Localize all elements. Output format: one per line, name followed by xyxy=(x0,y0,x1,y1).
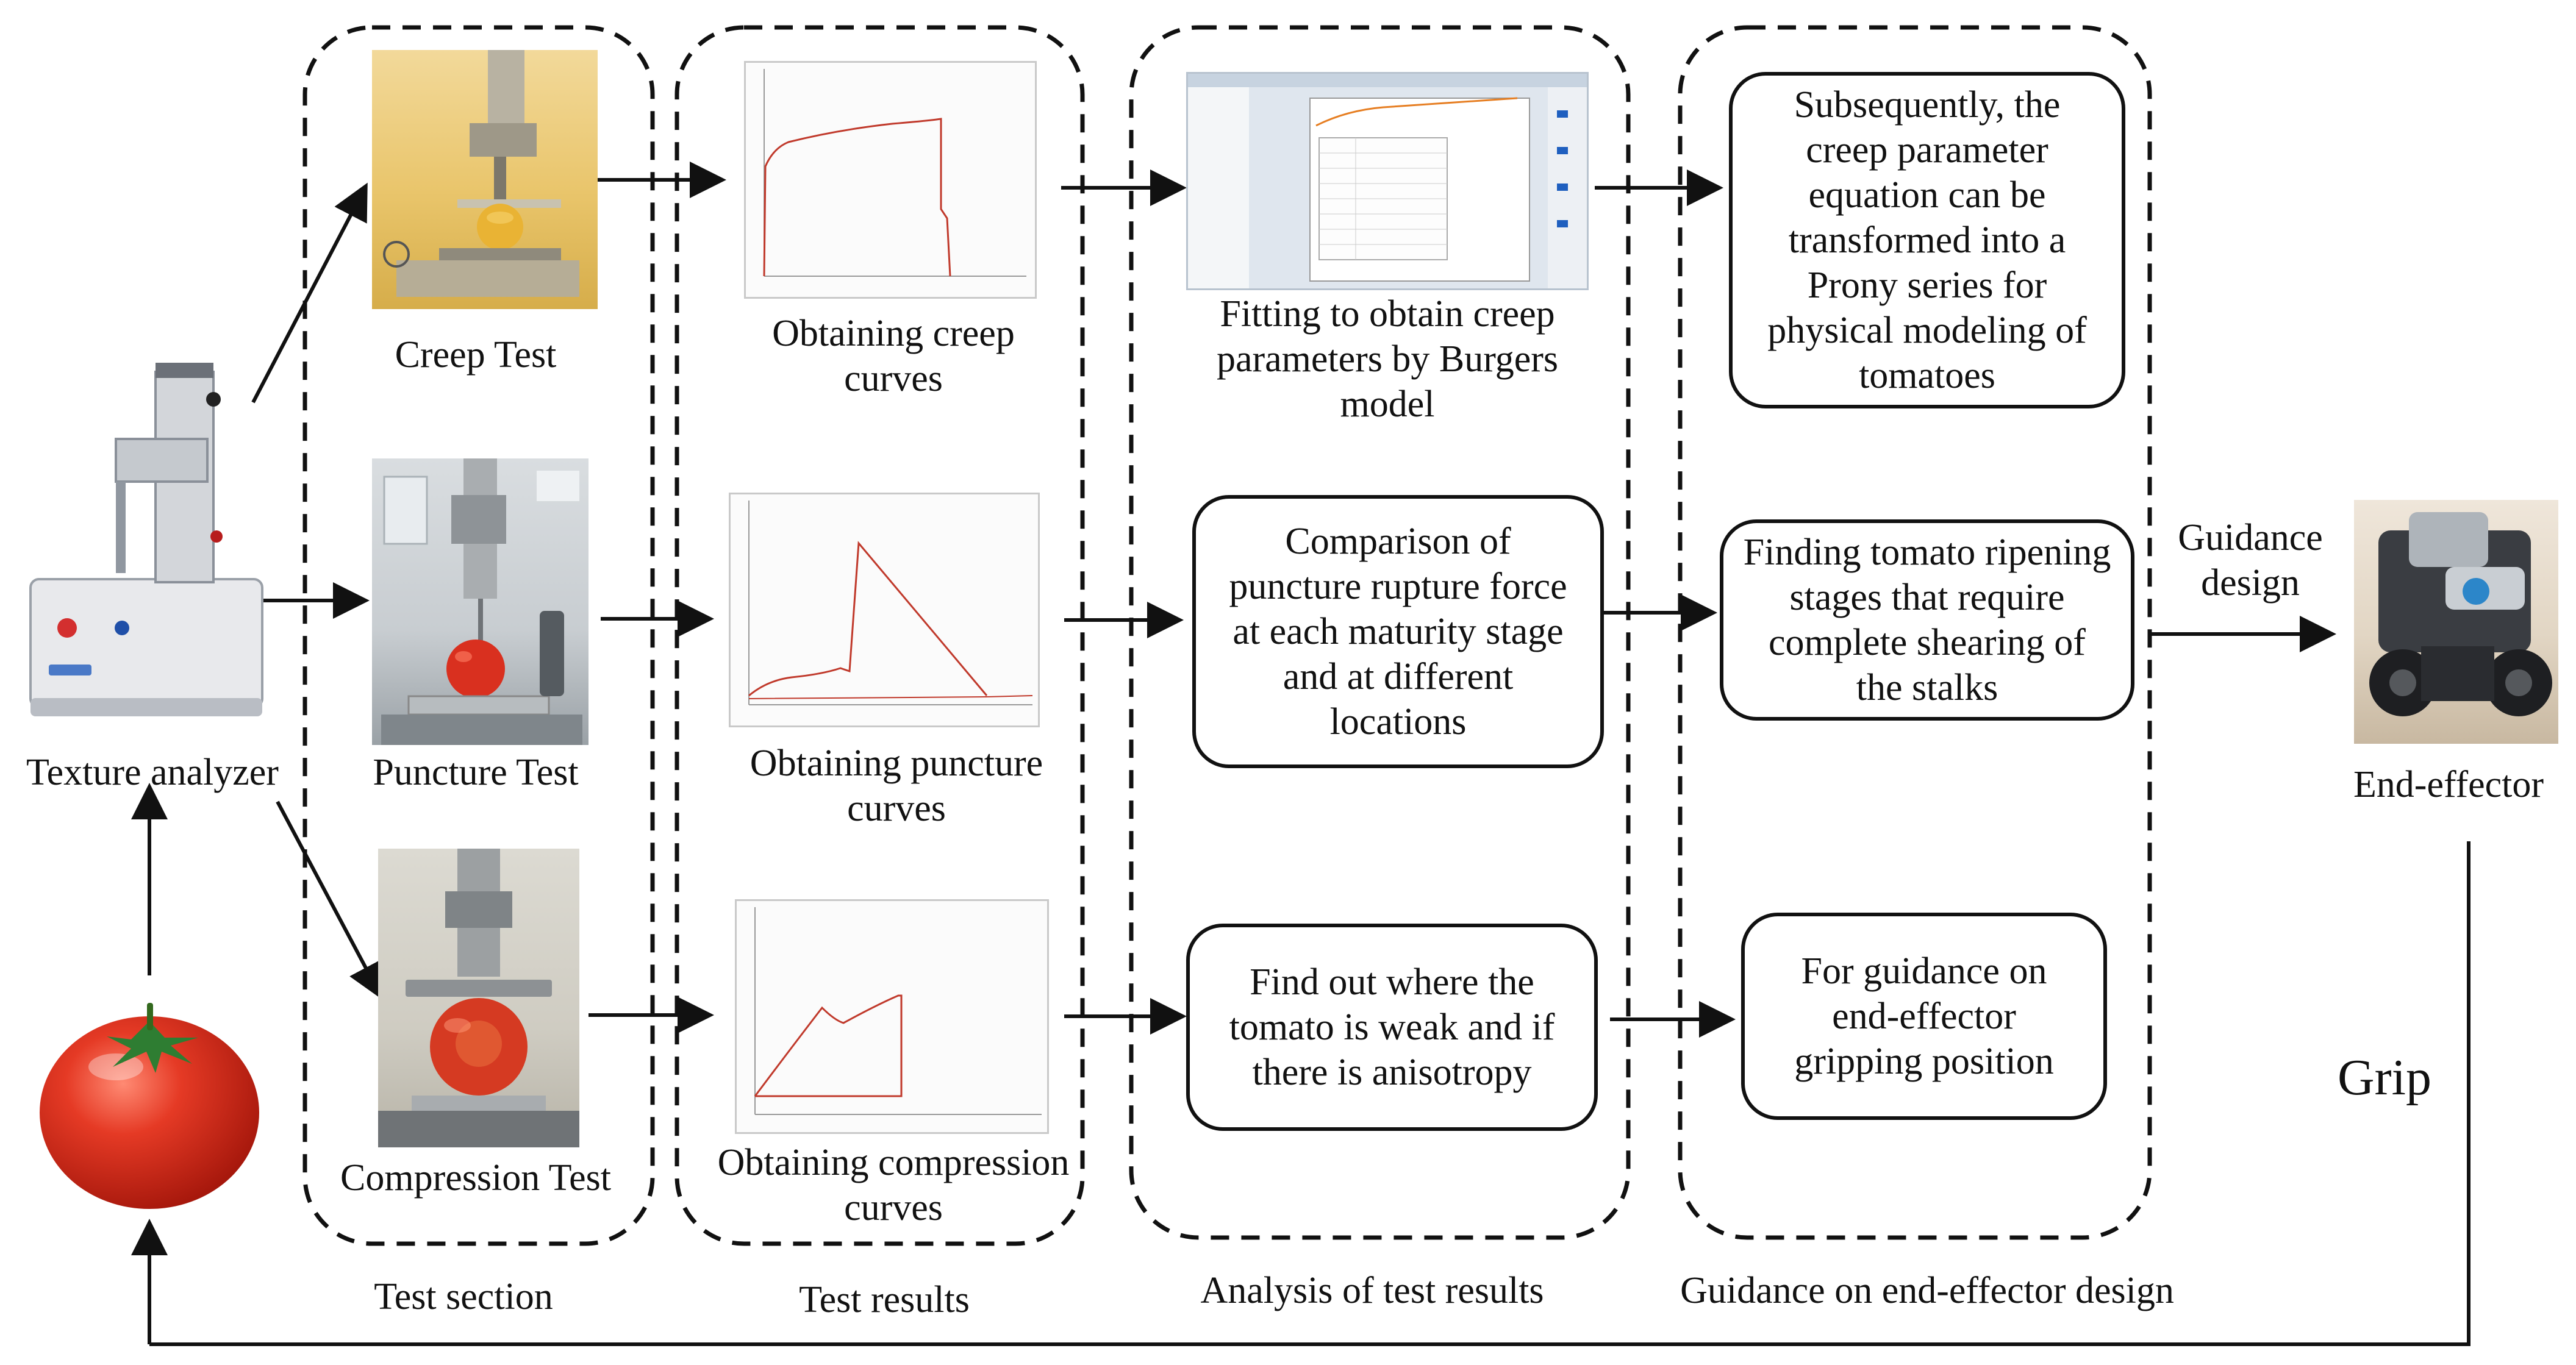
compression-test-label: Compression Test xyxy=(340,1157,612,1199)
puncture-curve-plot xyxy=(729,493,1040,727)
puncture-result-label: Obtaining puncture curves xyxy=(750,743,1043,829)
section-title-results: Test results xyxy=(799,1279,970,1320)
section-box-results xyxy=(674,25,1085,1246)
grip-label: Grip xyxy=(2338,1049,2431,1106)
prony-series-box: Subsequently, the creep parameter equati… xyxy=(1729,72,2125,408)
texture-analyzer-image xyxy=(29,363,263,716)
arrow-analyzer-creep xyxy=(251,182,368,404)
puncture-test-label: Puncture Test xyxy=(373,752,579,793)
fitting-label: Fitting to obtain creep parameters by Bu… xyxy=(1216,293,1559,425)
grip-feedback-line xyxy=(149,841,2470,1346)
section-box-test xyxy=(302,25,655,1246)
compression-result-label: Obtaining compression curves xyxy=(717,1142,1070,1228)
puncture-curve-line xyxy=(748,541,988,697)
section-title-test: Test section xyxy=(374,1276,553,1317)
gripping-position-box: For guidance on end-effector gripping po… xyxy=(1741,913,2107,1120)
creep-test-label: Creep Test xyxy=(395,334,557,376)
compression-test-photo xyxy=(378,849,579,1147)
fitting-software-screenshot xyxy=(1186,72,1589,290)
puncture-analysis-box: Comparison of puncture rupture force at … xyxy=(1192,495,1604,768)
creep-curve-plot xyxy=(744,61,1037,299)
end-effector-label: End-effector xyxy=(2353,764,2544,805)
tomato-image xyxy=(40,1003,259,1209)
compression-curve-line xyxy=(754,994,903,1097)
section-title-guidance: Guidance on end-effector design xyxy=(1680,1270,2174,1311)
section-box-analysis xyxy=(1129,25,1631,1240)
texture-analyzer-label: Texture analyzer xyxy=(26,752,279,793)
creep-test-photo xyxy=(372,50,598,309)
end-effector-photo xyxy=(2354,500,2558,744)
compression-curve-plot xyxy=(735,899,1049,1134)
guidance-design-label: Guidance design xyxy=(2178,517,2323,604)
ripening-stage-box: Finding tomato ripening stages that requ… xyxy=(1720,519,2134,721)
compression-analysis-box: Find out where the tomato is weak and if… xyxy=(1186,924,1598,1131)
creep-curve-line xyxy=(763,118,951,277)
puncture-test-photo xyxy=(372,458,589,745)
creep-result-label: Obtaining creep curves xyxy=(772,313,1015,399)
section-title-analysis: Analysis of test results xyxy=(1200,1270,1544,1311)
arrow-analyzer-compression xyxy=(276,800,383,1000)
